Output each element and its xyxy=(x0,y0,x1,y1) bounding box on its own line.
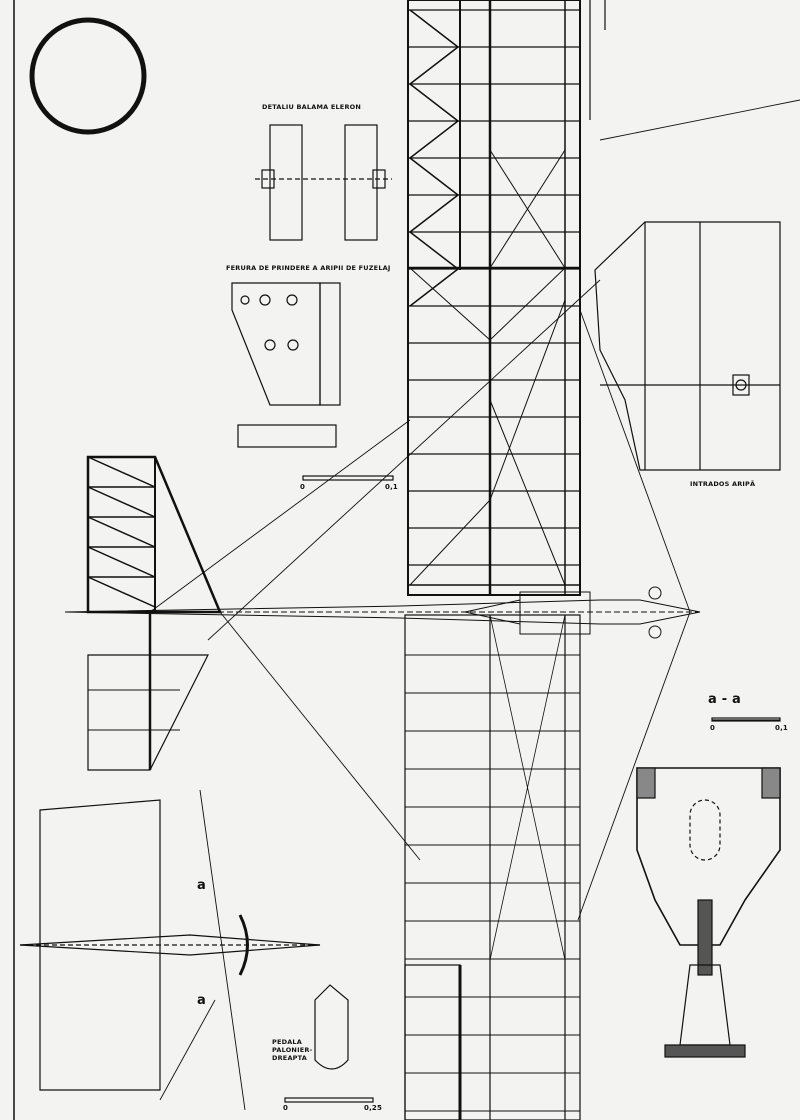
truss-diagonal xyxy=(409,231,459,270)
truss-diagonal xyxy=(409,9,459,48)
pedal-scale-bar xyxy=(284,1097,374,1103)
section-title: a - a xyxy=(708,692,741,707)
pedal-label-1: PEDALA xyxy=(272,1038,303,1046)
pedal-outline xyxy=(314,984,349,1070)
fitting-scale-bar xyxy=(302,475,394,481)
section-scale-end: 0,1 xyxy=(775,724,789,732)
horizontal-tail xyxy=(87,612,209,771)
fuselage xyxy=(64,586,701,639)
fitting-scale-start: 0 xyxy=(300,483,306,491)
truss-diagonal xyxy=(409,46,459,85)
truss-diagonal xyxy=(489,149,566,269)
truss-diagonal xyxy=(87,546,156,578)
wing-intrados-view xyxy=(594,221,781,471)
upper-wing-structure xyxy=(407,0,581,596)
truss-diagonal xyxy=(409,120,459,159)
section-scale-bar xyxy=(711,717,781,722)
projection-lines xyxy=(149,99,800,1111)
truss-diagonal xyxy=(409,499,491,586)
truss-diagonal xyxy=(489,299,566,501)
section-a-a xyxy=(636,719,781,1058)
pedal-scale-end: 0,25 xyxy=(364,1104,383,1112)
truss-diagonal xyxy=(409,194,459,233)
vertical-tail xyxy=(86,455,222,614)
fitting-detail xyxy=(231,282,341,448)
lower-wing-structure xyxy=(404,614,581,1120)
truss-diagonal xyxy=(87,516,156,548)
truss-diagonal xyxy=(87,576,156,608)
fitting-scale-end: 0,1 xyxy=(385,483,399,491)
truss-diagonal xyxy=(409,83,459,122)
hinge-detail xyxy=(255,124,392,241)
fitting-detail-title: FERURA DE PRINDERE A ARIPII DE FUZELAJ xyxy=(226,264,391,272)
truss-diagonal xyxy=(489,267,566,341)
truss-diagonal xyxy=(409,268,459,307)
pedal-scale-start: 0 xyxy=(283,1104,289,1112)
truss-diagonal xyxy=(87,486,156,518)
wing-underside-title: INTRADOS ARIPĂ xyxy=(690,480,756,488)
pedal-label-3: DREAPTA xyxy=(272,1054,307,1062)
section-scale-start: 0 xyxy=(710,724,716,732)
truss-diagonal xyxy=(489,614,566,961)
section-mark-top: a xyxy=(197,878,206,893)
section-mark-bottom: a xyxy=(197,993,206,1008)
pedal-label-2: PALONIER- xyxy=(272,1046,313,1054)
truss-diagonal xyxy=(409,267,491,341)
truss-diagonal xyxy=(87,456,156,488)
plan-view xyxy=(19,799,321,1091)
registration-circle xyxy=(29,17,147,135)
truss-diagonal xyxy=(489,399,566,586)
truss-diagonal xyxy=(409,157,459,196)
hinge-detail-title: DETALIU BALAMA ELERON xyxy=(262,103,362,111)
